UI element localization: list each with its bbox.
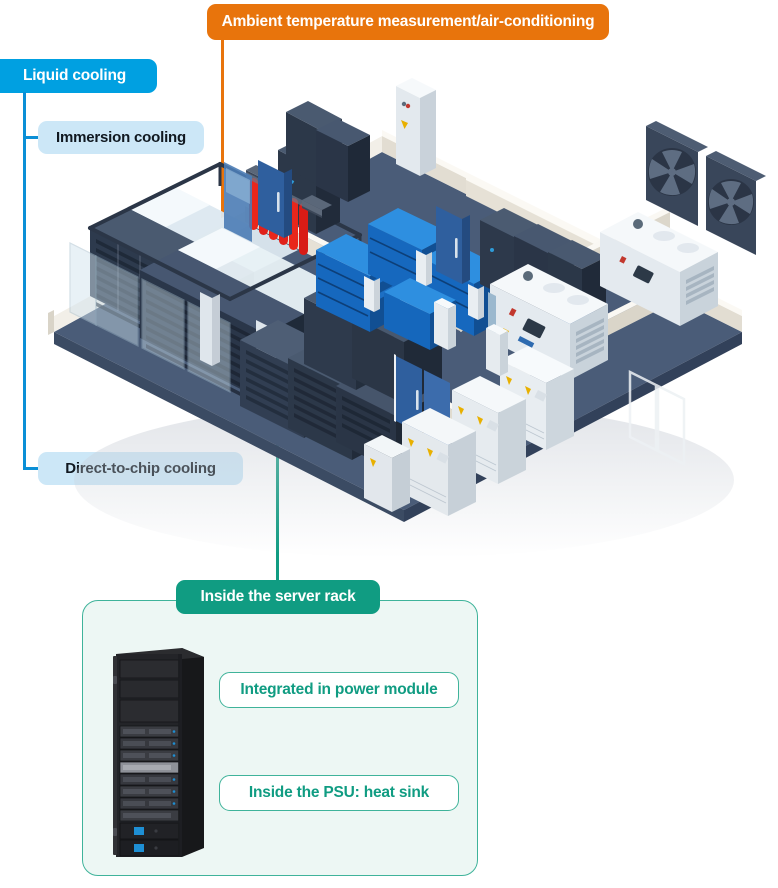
callout-inside-server-rack[interactable]: Inside the server rack bbox=[176, 580, 380, 614]
callout-liquid-cooling[interactable]: Liquid cooling bbox=[0, 59, 157, 93]
hot-aisle-containment bbox=[69, 162, 362, 422]
electrical-cabinet-group bbox=[364, 346, 574, 516]
diesel-generator-group bbox=[488, 121, 766, 380]
server-rack-illustration bbox=[104, 638, 220, 860]
callout-immersion-cooling[interactable]: Immersion cooling bbox=[38, 121, 204, 154]
callout-ambient-label: Ambient temperature measurement/air-cond… bbox=[221, 13, 595, 30]
callout-immersion-cooling-label: Immersion cooling bbox=[56, 129, 186, 146]
callout-integrated-power-module-label: Integrated in power module bbox=[240, 681, 438, 698]
connector-blue-stub-directchip bbox=[23, 467, 41, 470]
callout-inside-psu-heat-sink-label: Inside the PSU: heat sink bbox=[248, 784, 430, 801]
callout-integrated-power-module[interactable]: Integrated in power module bbox=[219, 672, 459, 708]
cooling-fan-array bbox=[646, 121, 766, 255]
connector-orange-vertical bbox=[220, 38, 224, 253]
connector-blue-trunk bbox=[23, 92, 26, 470]
callout-inside-server-rack-label: Inside the server rack bbox=[200, 588, 356, 605]
callout-ambient-temperature[interactable]: Ambient temperature measurement/air-cond… bbox=[207, 4, 609, 40]
electrical-control-cabinet bbox=[396, 78, 436, 176]
data-center-illustration bbox=[30, 60, 778, 570]
connector-blue-stub-immersion bbox=[23, 136, 41, 139]
callout-inside-psu-heat-sink[interactable]: Inside the PSU: heat sink bbox=[219, 775, 459, 811]
callout-liquid-cooling-label: Liquid cooling bbox=[22, 67, 127, 84]
